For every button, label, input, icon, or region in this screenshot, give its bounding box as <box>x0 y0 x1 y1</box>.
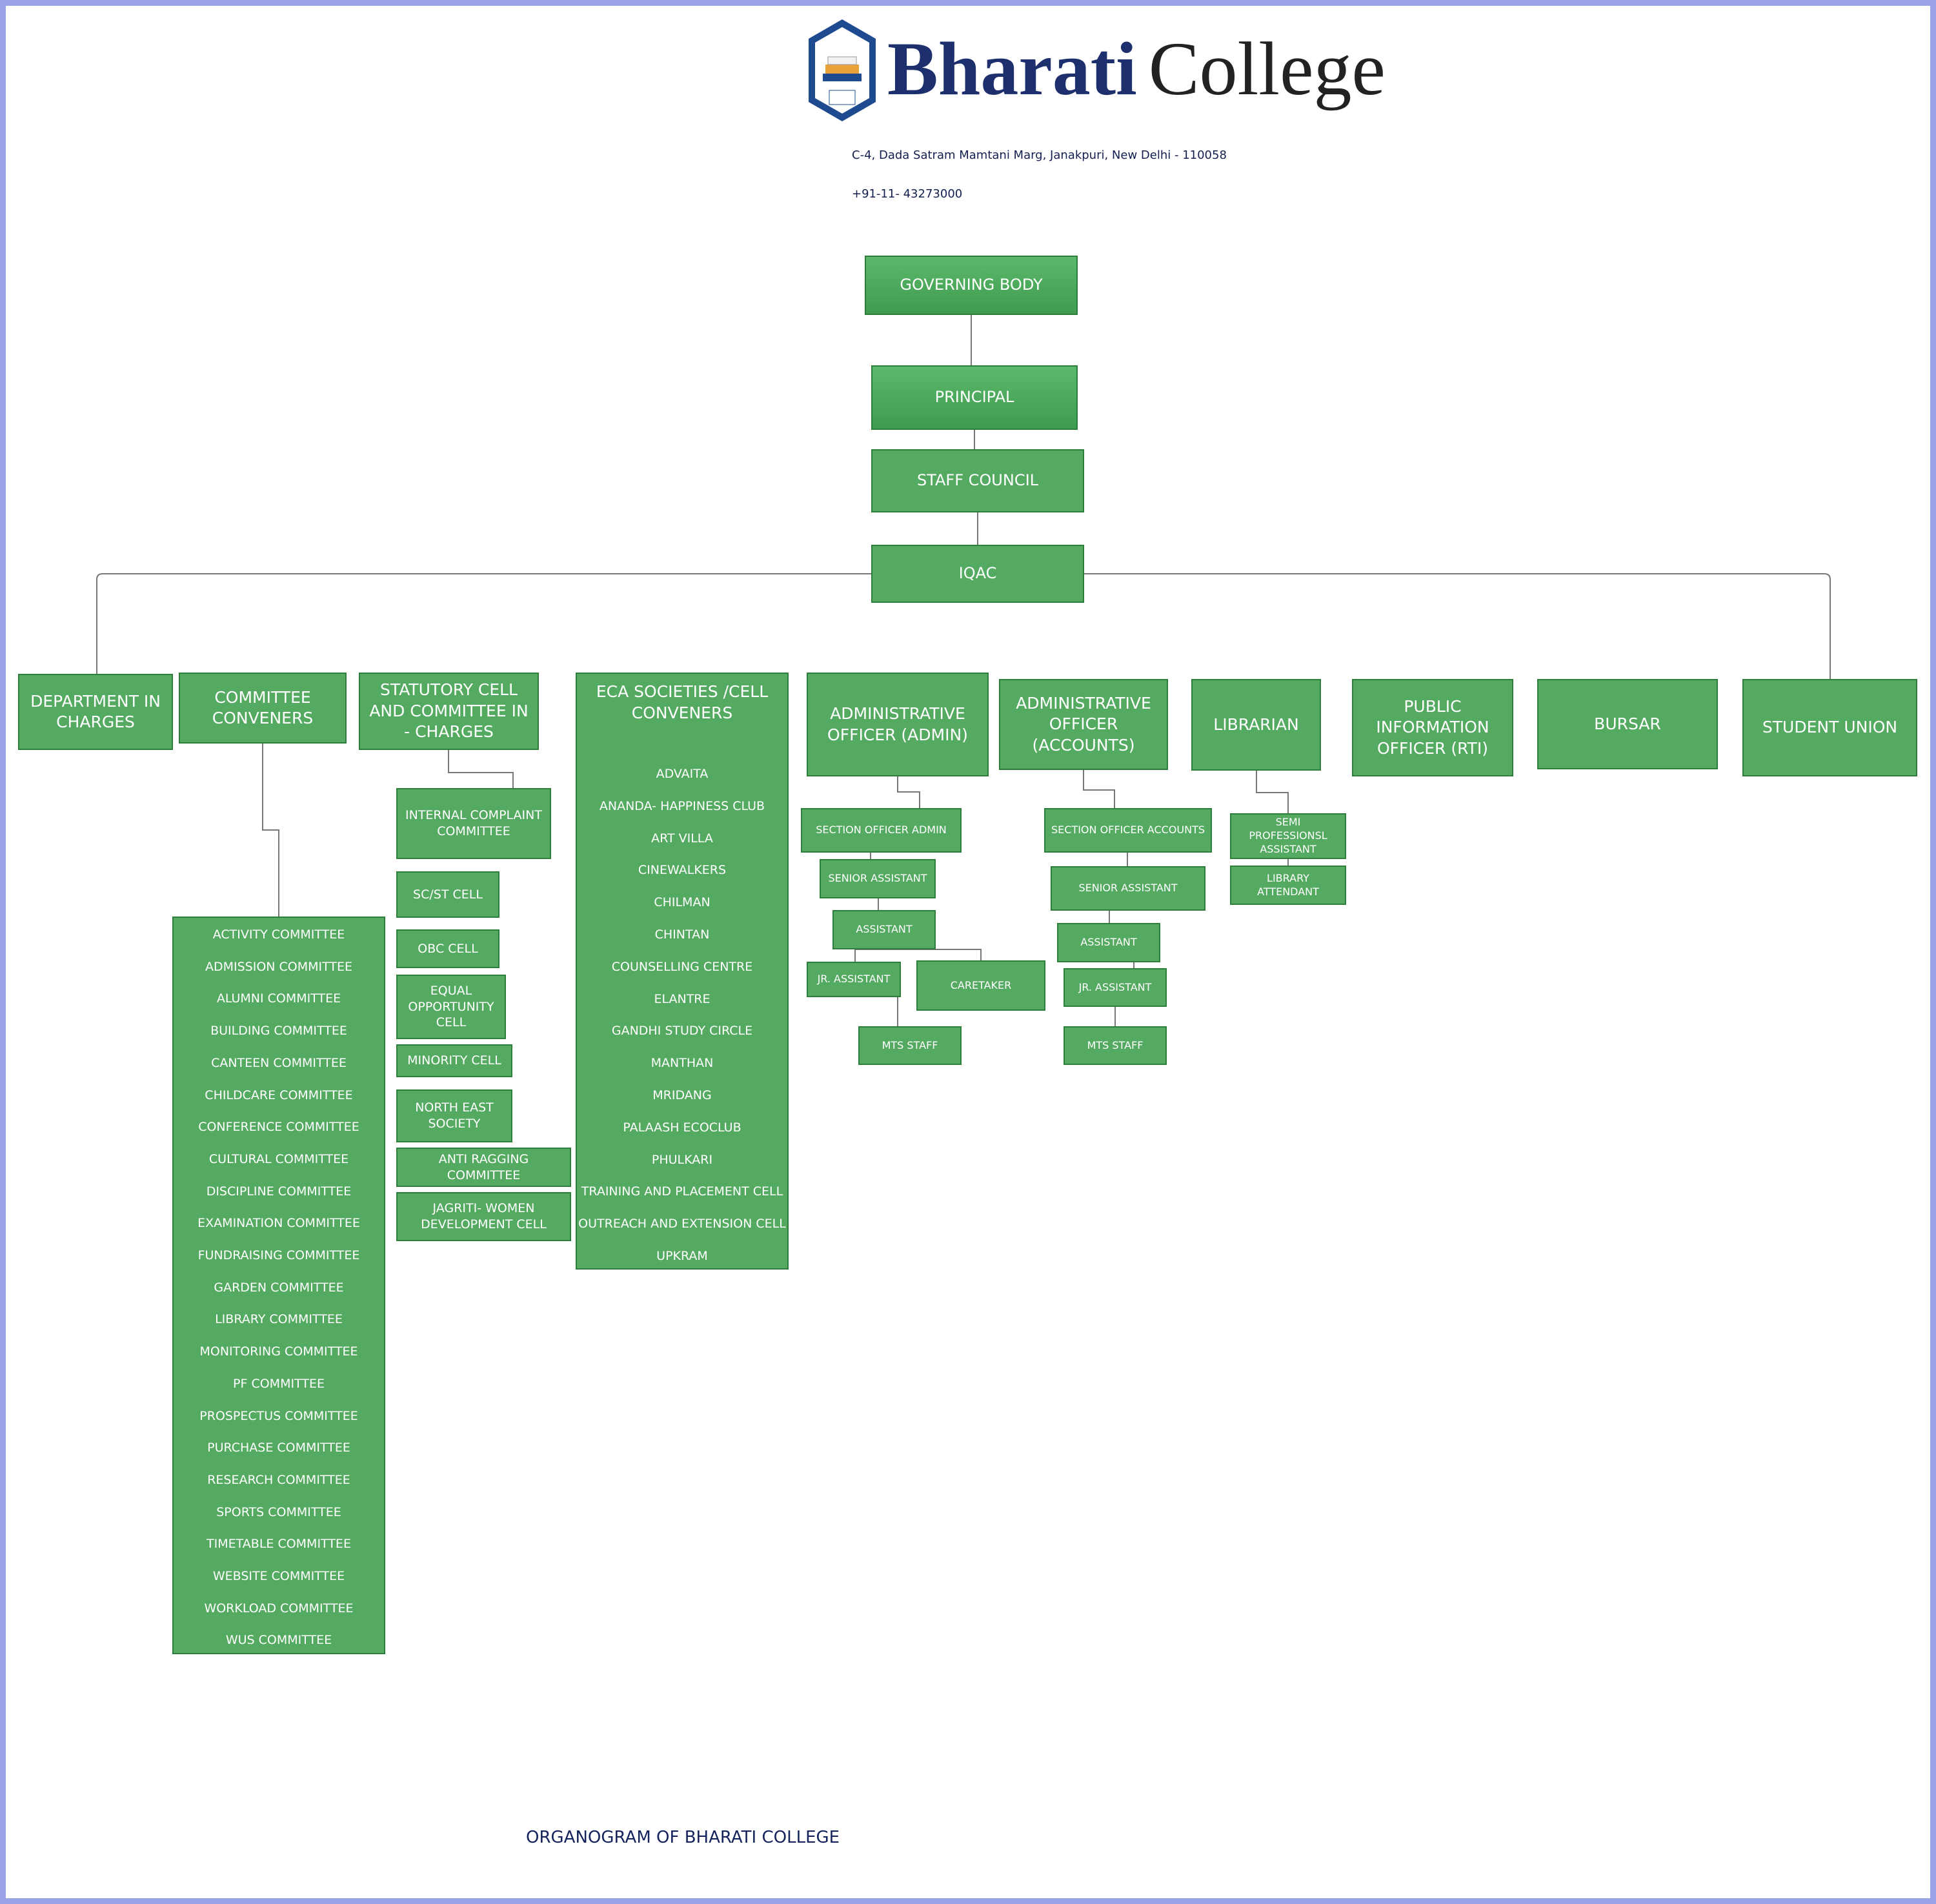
committee-list-item: ADMISSION COMMITTEE <box>205 959 353 974</box>
eca-society-item: ELANTRE <box>654 991 711 1006</box>
committees-list: ACTIVITY COMMITTEE ADMISSION COMMITTEE ALU… <box>172 917 385 1654</box>
brand-college: College <box>1148 26 1386 111</box>
bursar-box: BURSAR <box>1537 679 1718 769</box>
eca-society-item: CHINTAN <box>654 927 710 942</box>
library-attendant-box: LIBRARY ATTENDANT <box>1230 866 1346 905</box>
committee-list-item: WORKLOAD COMMITTEE <box>204 1601 354 1615</box>
caretaker-box: CARETAKER <box>916 960 1045 1011</box>
phone-line: +91-11- 43273000 <box>852 187 963 201</box>
statutory-incharges-box: STATUTORY CELL AND COMMITTEE IN - CHARGE… <box>359 673 539 750</box>
assistant-admin-box: ASSISTANT <box>832 910 936 949</box>
eca-society-item: MRIDANG <box>652 1088 712 1102</box>
eca-society-item: GANDHI STUDY CIRCLE <box>611 1024 753 1038</box>
eca-society-item: ANANDA- HAPPINESS CLUB <box>599 798 765 813</box>
diagram-caption: ORGANOGRAM OF BHARATI COLLEGE <box>526 1828 840 1847</box>
committee-conveners-box: COMMITTEE CONVENERS <box>179 673 347 744</box>
committee-list-item: GARDEN COMMITTEE <box>214 1280 344 1295</box>
connector-admin-section <box>897 776 920 808</box>
committee-list-item: WUS COMMITTEE <box>225 1633 332 1648</box>
connector-librarian-staff <box>1256 771 1289 813</box>
anti-ragging-box: ANTI RAGGING COMMITTEE <box>396 1148 571 1187</box>
committee-list-item: PF COMMITTEE <box>233 1376 325 1391</box>
pio-box: PUBLIC INFORMATION OFFICER (RTI) <box>1352 679 1513 776</box>
accounts-officer-box: ADMINISTRATIVE OFFICER (ACCOUNTS) <box>999 679 1168 770</box>
committee-list-item: DISCIPLINE COMMITTEE <box>206 1184 352 1199</box>
committee-list-item: CONFERENCE COMMITTEE <box>198 1120 359 1135</box>
eca-society-item: CINEWALKERS <box>638 863 727 878</box>
principal-box: PRINCIPAL <box>871 365 1078 430</box>
eca-society-item: UPKRAM <box>656 1249 708 1263</box>
department-incharges-box: DEPARTMENT IN CHARGES <box>18 674 173 750</box>
eca-society-item: ART VILLA <box>651 831 713 846</box>
committee-list-item: ACTIVITY COMMITTEE <box>212 927 345 942</box>
section-officer-admin-box: SECTION OFFICER ADMIN <box>801 808 962 853</box>
eca-society-item: MANTHAN <box>650 1056 714 1071</box>
eca-societies-list: ECA SOCIETIES /CELL CONVENERS ADVAITA ANA… <box>576 673 789 1270</box>
connector-admin-jr-caretaker <box>854 949 982 962</box>
staff-council-box: STAFF COUNCIL <box>871 449 1084 512</box>
committee-list-item: TIMETABLE COMMITTEE <box>207 1537 351 1552</box>
student-union-box: STUDENT UNION <box>1742 679 1917 776</box>
eca-society-item: OUTREACH AND EXTENSION CELL <box>578 1217 786 1231</box>
iqac-box: IQAC <box>871 545 1084 603</box>
committee-list-item: SPORTS COMMITTEE <box>216 1504 341 1519</box>
committee-list-item: PURCHASE COMMITTEE <box>207 1441 350 1455</box>
eca-society-item: TRAINING AND PLACEMENT CELL <box>581 1184 783 1199</box>
jr-assistant-admin-box: JR. ASSISTANT <box>807 962 901 997</box>
minority-cell-box: MINORITY CELL <box>396 1044 512 1077</box>
eca-society-item: ADVAITA <box>656 767 709 781</box>
address-line: C-4, Dada Satram Mamtani Marg, Janakpuri… <box>852 148 1227 162</box>
committee-list-item: LIBRARY COMMITTEE <box>215 1312 343 1327</box>
committee-list-item: RESEARCH COMMITTEE <box>207 1472 350 1487</box>
committee-list-item: ALUMNI COMMITTEE <box>216 991 341 1006</box>
equal-opportunity-box: EQUAL OPPORTUNITY CELL <box>396 975 506 1039</box>
connector-accounts-section <box>1083 770 1115 808</box>
committee-list-item: CULTURAL COMMITTEE <box>208 1151 349 1166</box>
icc-box: INTERNAL COMPLAINT COMMITTEE <box>396 788 551 859</box>
committee-list-item: EXAMINATION COMMITTEE <box>197 1216 360 1231</box>
senior-assistant-admin-box: SENIOR ASSISTANT <box>820 859 936 898</box>
admin-officer-box: ADMINISTRATIVE OFFICER (ADMIN) <box>807 673 989 776</box>
committee-list-item: CANTEEN COMMITTEE <box>211 1055 347 1070</box>
committee-list-item: BUILDING COMMITTEE <box>210 1024 347 1038</box>
eca-society-item: PALAASH ECOCLUB <box>623 1120 741 1135</box>
committee-list-item: CHILDCARE COMMITTEE <box>205 1088 353 1102</box>
eca-society-item: CHILMAN <box>654 895 711 910</box>
committee-list-item: FUNDRAISING COMMITTEE <box>197 1248 360 1262</box>
librarian-box: LIBRARIAN <box>1191 679 1321 771</box>
committee-list-item: PROSPECTUS COMMITTEE <box>199 1408 358 1423</box>
eca-list-heading: ECA SOCIETIES /CELL CONVENERS <box>596 682 769 722</box>
committee-list-item: WEBSITE COMMITTEE <box>212 1569 345 1583</box>
seal-icon <box>809 19 876 121</box>
governing-body-box: GOVERNING BODY <box>865 256 1078 315</box>
connector-statutory-icc <box>448 746 514 788</box>
jr-assistant-accounts-box: JR. ASSISTANT <box>1064 968 1167 1007</box>
semi-professional-assistant-box: SEMI PROFESSIONSL ASSISTANT <box>1230 813 1346 859</box>
north-east-society-box: NORTH EAST SOCIETY <box>396 1089 512 1142</box>
assistant-accounts-box: ASSISTANT <box>1057 923 1160 962</box>
connector-committee-list <box>262 744 279 917</box>
jagriti-box: JAGRITI- WOMEN DEVELOPMENT CELL <box>396 1192 571 1241</box>
senior-assistant-accounts-box: SENIOR ASSISTANT <box>1051 866 1205 911</box>
mts-staff-accounts-box: MTS STAFF <box>1064 1026 1167 1065</box>
committee-list-item: MONITORING COMMITTEE <box>199 1344 358 1359</box>
mts-staff-admin-box: MTS STAFF <box>858 1026 962 1065</box>
obc-cell-box: OBC CELL <box>396 929 499 968</box>
eca-society-item: PHULKARI <box>651 1152 713 1167</box>
brand-bharati: Bharati <box>887 26 1137 111</box>
section-officer-accounts-box: SECTION OFFICER ACCOUNTS <box>1044 808 1212 853</box>
scst-cell-box: SC/ST CELL <box>396 871 499 918</box>
eca-society-item: COUNSELLING CENTRE <box>611 959 753 974</box>
